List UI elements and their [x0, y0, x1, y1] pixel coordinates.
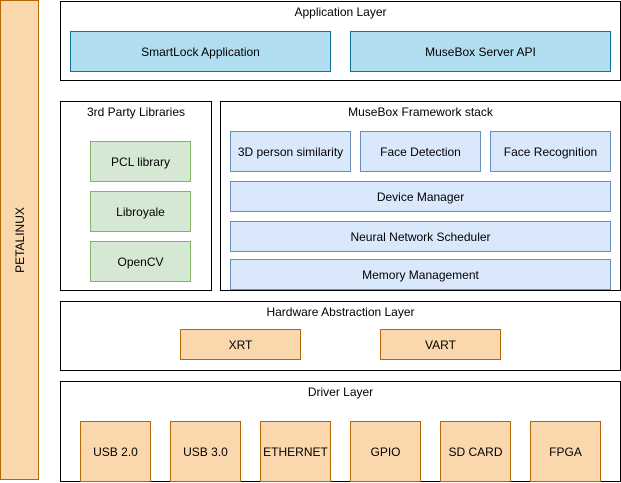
third-party-title: 3rd Party Libraries [86, 105, 186, 119]
face-recognition-label: Face Recognition [503, 144, 598, 159]
usb3-box: USB 3.0 [170, 421, 241, 482]
usb2-label: USB 2.0 [93, 444, 138, 459]
pcl-library-label: PCL library [111, 154, 170, 169]
musebox-server-api-label: MuseBox Server API [425, 44, 536, 59]
vart-label: VART [425, 337, 456, 352]
gpio-box: GPIO [350, 421, 421, 482]
opencv-box: OpenCV [90, 241, 191, 282]
usb2-box: USB 2.0 [80, 421, 151, 482]
vart-box: VART [380, 329, 501, 360]
smartlock-application-box: SmartLock Application [70, 31, 331, 72]
hardware-abstraction-layer: Hardware Abstraction Layer XRT VART [60, 301, 621, 371]
application-layer: Application Layer SmartLock Application … [60, 1, 621, 81]
petalinux-bar: PETALINUX [0, 0, 39, 480]
sd-card-label: SD CARD [448, 444, 503, 459]
person-similarity-label: 3D person similarity [237, 144, 344, 159]
libroyale-box: Libroyale [90, 191, 191, 232]
smartlock-application-label: SmartLock Application [141, 44, 260, 59]
xrt-box: XRT [180, 329, 301, 360]
third-party-libraries: 3rd Party Libraries PCL library Libroyal… [60, 101, 212, 291]
petalinux-label: PETALINUX [12, 207, 27, 273]
face-detection-label: Face Detection [380, 144, 461, 159]
device-manager-label: Device Manager [376, 189, 465, 204]
musebox-title: MuseBox Framework stack [348, 105, 493, 119]
musebox-framework-stack: MuseBox Framework stack 3D person simila… [220, 101, 621, 291]
neural-network-scheduler-box: Neural Network Scheduler [230, 221, 611, 252]
opencv-label: OpenCV [117, 254, 164, 269]
ethernet-box: ETHERNET [260, 421, 331, 482]
memory-management-label: Memory Management [362, 267, 479, 282]
person-similarity-box: 3D person similarity [230, 131, 351, 172]
memory-management-box: Memory Management [230, 259, 611, 290]
ethernet-label: ETHERNET [263, 444, 328, 459]
hal-title: Hardware Abstraction Layer [266, 305, 415, 319]
pcl-library-box: PCL library [90, 141, 191, 182]
fpga-box: FPGA [530, 421, 601, 482]
fpga-label: FPGA [549, 444, 582, 459]
neural-network-scheduler-label: Neural Network Scheduler [350, 229, 491, 244]
libroyale-label: Libroyale [116, 204, 165, 219]
driver-layer-title: Driver Layer [307, 385, 374, 399]
driver-layer: Driver Layer USB 2.0 USB 3.0 ETHERNET GP… [60, 381, 621, 482]
musebox-server-api-box: MuseBox Server API [350, 31, 611, 72]
application-layer-title: Application Layer [294, 5, 387, 19]
face-detection-box: Face Detection [360, 131, 481, 172]
face-recognition-box: Face Recognition [490, 131, 611, 172]
xrt-label: XRT [228, 337, 253, 352]
sd-card-box: SD CARD [440, 421, 511, 482]
gpio-label: GPIO [370, 444, 401, 459]
device-manager-box: Device Manager [230, 181, 611, 212]
usb3-label: USB 3.0 [183, 444, 228, 459]
